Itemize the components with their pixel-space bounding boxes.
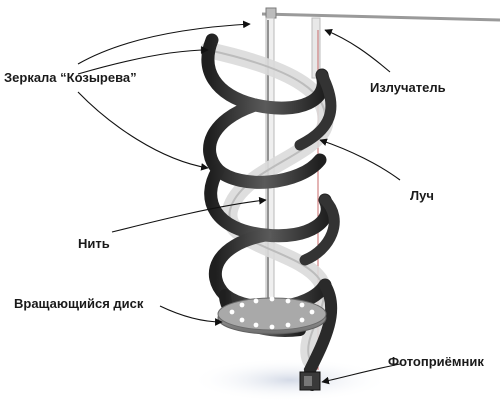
ribbon-front-2 (294, 69, 340, 391)
emitter-head (265, 7, 277, 19)
arrow-disk (159, 305, 223, 326)
arrow-beam (319, 138, 401, 181)
label-mirrors: Зеркала “Козырева” (4, 70, 137, 85)
emitter (261, 7, 500, 22)
disk-holes (229, 296, 315, 330)
arrow-mirrors-top (77, 20, 251, 65)
label-photodetector: Фотоприёмник (388, 354, 484, 369)
arrow-photodetector (321, 363, 401, 385)
label-beam: Луч (410, 188, 434, 203)
label-emitter: Излучатель (370, 80, 446, 95)
photodetector (299, 371, 321, 391)
arrow-mirrors-lower (77, 91, 209, 171)
floor-shadow (190, 358, 390, 402)
arrow-mirrors-ribbon (77, 46, 209, 75)
label-disk: Вращающийся диск (14, 296, 144, 311)
arrow-emitter (324, 29, 391, 73)
callout-arrows (77, 20, 401, 385)
arrow-thread (111, 196, 267, 233)
rotating-disk (217, 296, 327, 335)
emitter-rod (261, 12, 500, 22)
label-thread: Нить (78, 236, 110, 251)
